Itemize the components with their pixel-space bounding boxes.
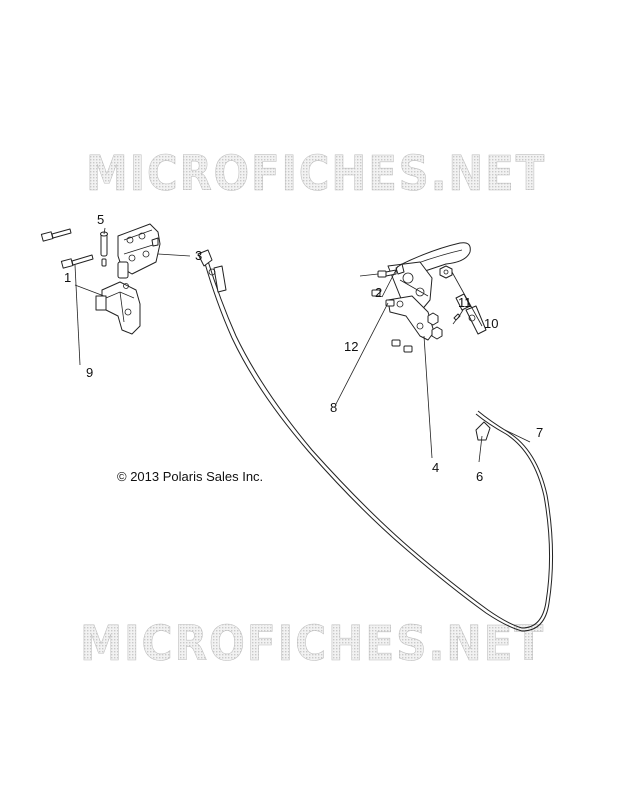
callout-3: 3	[195, 248, 202, 263]
callout-12: 12	[344, 339, 358, 354]
bolt-upper	[40, 228, 72, 242]
callout-5: 5	[97, 212, 104, 227]
part-6-clip	[475, 421, 491, 441]
small-nuts	[391, 312, 443, 353]
part-7-brake-cable	[197, 249, 554, 632]
callout-8: 8	[330, 400, 337, 415]
part-3-bracket	[117, 223, 161, 279]
part-11-pin	[452, 313, 461, 325]
callout-9: 9	[86, 365, 93, 380]
part-10-nut	[439, 265, 453, 279]
part-4-plate	[387, 295, 435, 341]
callout-4: 4	[432, 460, 439, 475]
small-bolt-a	[371, 289, 381, 297]
callout-1: 1	[64, 270, 71, 285]
leader-lines	[74, 227, 531, 463]
small-pin	[101, 258, 107, 267]
part-5-pin	[100, 231, 108, 257]
watermark-bottom: MICROFICHES.NET	[80, 616, 545, 672]
callout-7: 7	[536, 425, 543, 440]
callout-6: 6	[476, 469, 483, 484]
part-1-bracket	[95, 281, 141, 335]
part-12-bolt	[377, 269, 397, 278]
part-9-bolt	[60, 254, 94, 269]
callout-10: 10	[484, 316, 498, 331]
callout-11: 11	[458, 295, 472, 310]
part-8-bolt	[385, 299, 395, 307]
copyright-text: © 2013 Polaris Sales Inc.	[117, 469, 263, 484]
watermark-top: MICROFICHES.NET	[86, 146, 546, 202]
callout-2: 2	[375, 285, 382, 300]
part-2-brake-lever	[387, 242, 471, 313]
